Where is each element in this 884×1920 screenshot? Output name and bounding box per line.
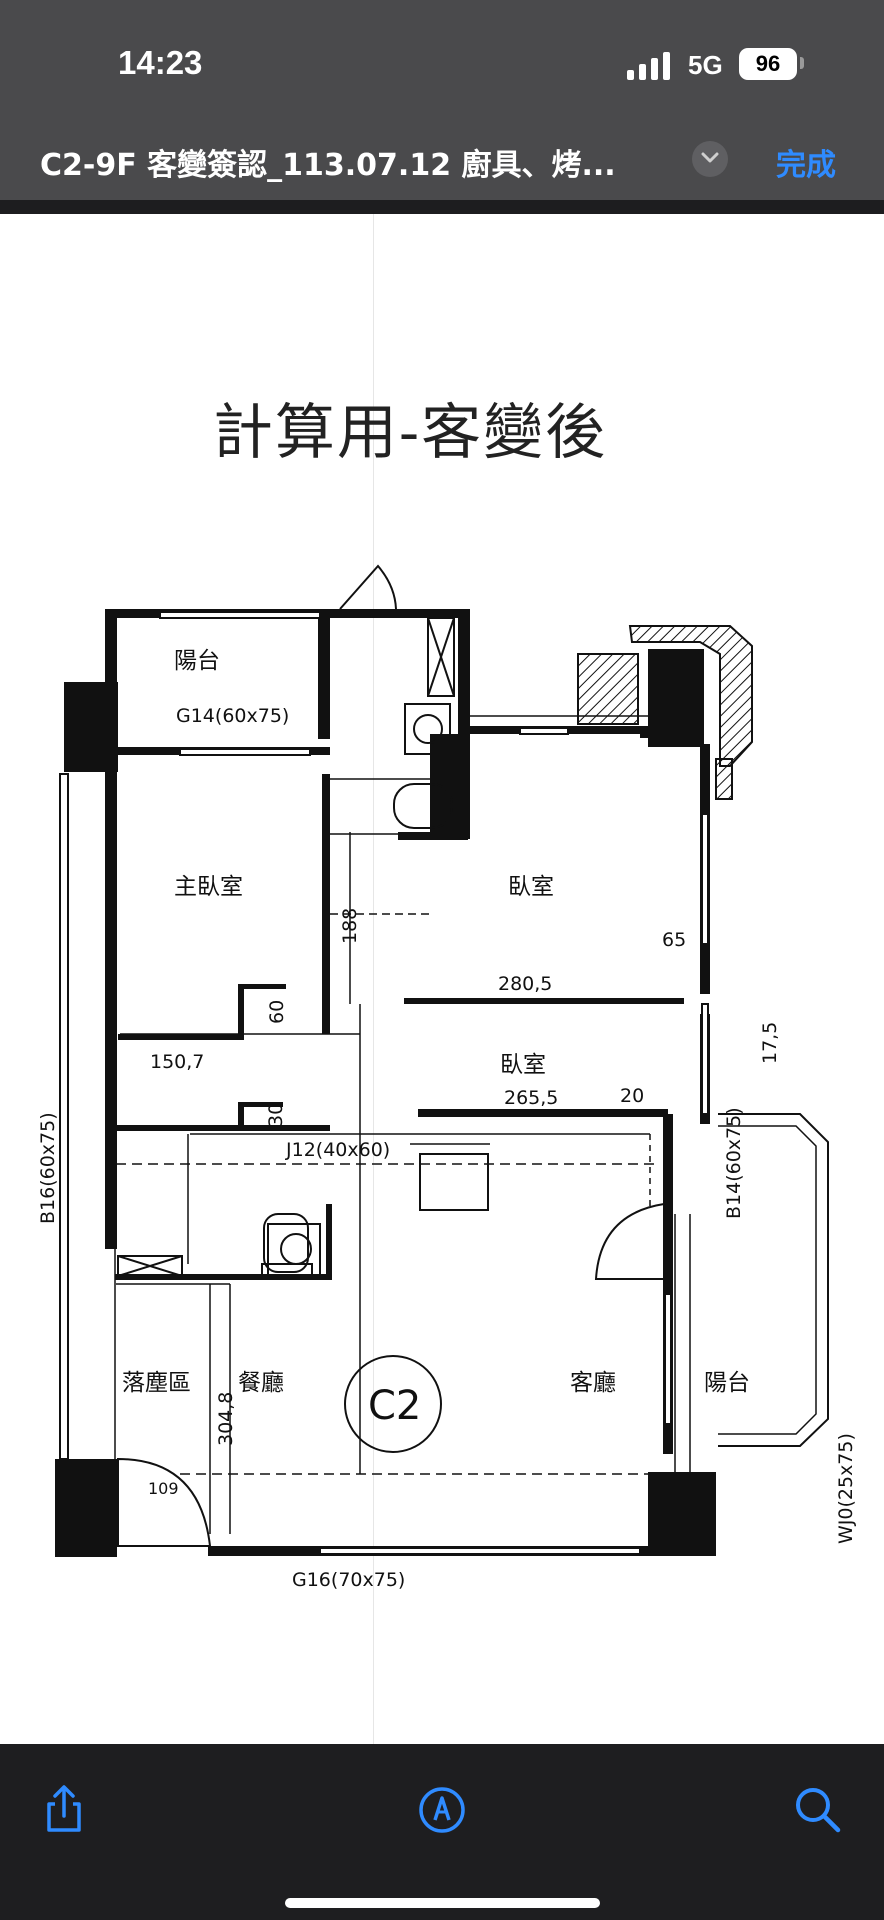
dim-20: 20 — [620, 1085, 644, 1107]
bottom-toolbar — [0, 1744, 884, 1920]
dim-60: 60 — [266, 1000, 288, 1024]
battery-tip — [800, 57, 804, 69]
column-right-bottom — [648, 1472, 716, 1556]
floor-plan: 陽台 主臥室 臥室 臥室 落塵區 餐廳 客廳 陽台 C2 G14(60x75) … — [37, 564, 857, 1591]
room-master-bedroom: 主臥室 — [174, 874, 243, 900]
toilet-1 — [393, 783, 453, 829]
signal-icon — [627, 52, 670, 80]
page-fold-line — [373, 214, 374, 1744]
window-living — [664, 1293, 672, 1425]
room-dining: 餐廳 — [238, 1370, 284, 1396]
home-indicator[interactable] — [285, 1898, 600, 1908]
sink-2 — [267, 1223, 321, 1277]
toilet-2 — [263, 1213, 309, 1273]
column-left-bottom — [55, 1459, 117, 1557]
column-right-top — [648, 649, 704, 747]
title-menu-button[interactable] — [692, 141, 728, 177]
label-g14: G14(60x75) — [176, 705, 289, 727]
top-bar: 14:23 5G 96 C2-9F 客變簽認_113.07.12 廚具、烤...… — [0, 0, 884, 205]
status-time: 14:23 — [118, 44, 203, 81]
balcony-right-outline — [718, 1113, 829, 1447]
done-button[interactable]: 完成 — [776, 148, 836, 183]
dim-17-5: 17,5 — [759, 1022, 781, 1064]
wall-balcony-right — [318, 609, 330, 739]
share-icon[interactable] — [36, 1782, 92, 1838]
room-balcony-right: 陽台 — [704, 1370, 750, 1396]
chevron-down-icon — [701, 152, 719, 163]
network-type: 5G — [688, 50, 723, 80]
door-entry — [117, 1457, 212, 1547]
dim-65: 65 — [662, 929, 686, 951]
window-b14-lower — [701, 1003, 709, 1115]
label-g16: G16(70x75) — [292, 1569, 405, 1591]
room-entry: 落塵區 — [122, 1370, 191, 1396]
label-j12: J12(40x60) — [285, 1139, 390, 1161]
label-wj0: WJ0(25x75) — [835, 1433, 857, 1544]
table-box — [419, 1153, 489, 1211]
wall-bedroom-2-bottom — [418, 1109, 668, 1117]
window-b16 — [59, 773, 69, 1460]
document-title[interactable]: C2-9F 客變簽認_113.07.12 廚具、烤... — [40, 148, 616, 183]
search-icon[interactable] — [790, 1782, 846, 1838]
document-page[interactable]: 計算用-客變後 — [0, 214, 884, 1744]
dim-109: 109 — [148, 1479, 179, 1498]
dim-280-5: 280,5 — [498, 973, 552, 995]
door-entry-top — [339, 564, 397, 610]
room-bedroom-1: 臥室 — [508, 874, 554, 900]
room-balcony-top: 陽台 — [174, 648, 220, 674]
dim-30: 30 — [265, 1103, 287, 1127]
window-b14-upper — [701, 813, 709, 945]
dim-265-5: 265,5 — [504, 1087, 558, 1109]
label-b16: B16(60x75) — [37, 1112, 59, 1224]
window-top — [159, 611, 321, 619]
top-bar-divider — [0, 200, 884, 214]
shower-1 — [427, 617, 455, 697]
room-bedroom-2: 臥室 — [500, 1052, 546, 1078]
column-left-top — [64, 682, 118, 772]
label-b14: B14(60x75) — [723, 1107, 745, 1219]
unit-circle — [344, 1355, 442, 1453]
wall-bedroom-1-bottom — [404, 998, 684, 1004]
wall-living-right — [663, 1114, 673, 1454]
window-g14 — [179, 748, 311, 756]
window-g16 — [319, 1547, 641, 1555]
dim-188: 188 — [339, 908, 361, 944]
shower-2 — [117, 1255, 183, 1277]
sink-1 — [404, 703, 451, 755]
unit-label: C2 — [368, 1383, 421, 1429]
room-living: 客廳 — [570, 1370, 616, 1396]
planter-hatch — [577, 625, 753, 800]
dim-304-8: 304,8 — [215, 1392, 237, 1446]
wall-master-right — [322, 774, 330, 1034]
dim-150-7: 150,7 — [150, 1051, 204, 1073]
markup-icon[interactable] — [414, 1782, 470, 1838]
plan-title: 計算用-客變後 — [212, 398, 608, 468]
door-living — [594, 1202, 665, 1280]
battery-icon: 96 — [739, 48, 797, 80]
